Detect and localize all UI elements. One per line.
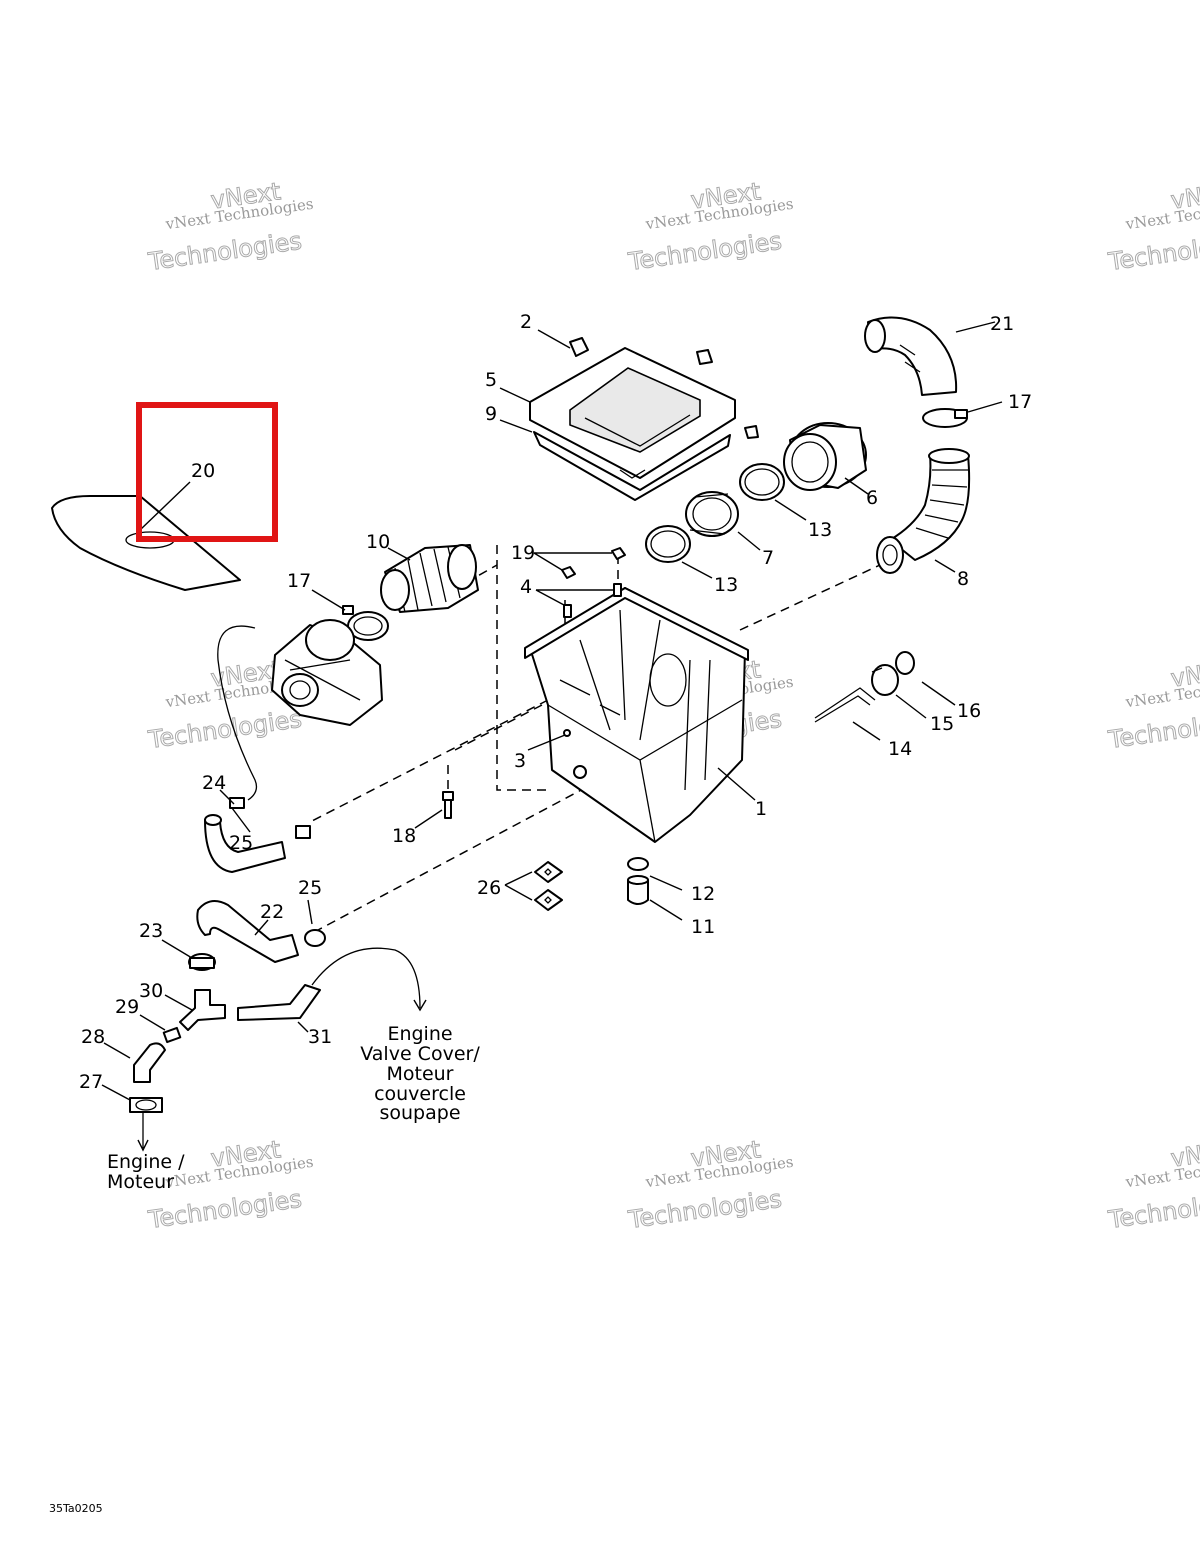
part-9-air-filter	[533, 431, 731, 501]
svg-text:vNext: vNext	[1169, 177, 1200, 214]
callout-25-lower: 25	[298, 877, 322, 899]
part-28-hose	[133, 1042, 166, 1083]
part-15-cap	[871, 664, 899, 696]
callout-18: 18	[392, 825, 416, 847]
svg-text:soupape: soupape	[379, 1102, 460, 1124]
callout-24: 24	[202, 772, 226, 794]
part-16-disc	[895, 651, 915, 675]
part-12-clip	[627, 857, 649, 871]
part-6-sleeve	[783, 422, 867, 491]
svg-text:Valve Cover/: Valve Cover/	[360, 1043, 480, 1065]
callout-29: 29	[115, 996, 139, 1018]
svg-text:vNext: vNext	[1169, 655, 1200, 692]
part-8-corrugated-tube	[876, 448, 971, 574]
part-30-tee-fitting	[179, 989, 226, 1031]
watermark-bottom-center: vNext Technologies vNext Technologies	[625, 1135, 794, 1235]
callout-17-upper: 17	[1008, 391, 1032, 413]
callout-26: 26	[477, 877, 501, 899]
part-19-nuts	[561, 547, 626, 579]
callout-8: 8	[957, 568, 969, 590]
callout-1: 1	[755, 798, 767, 820]
part-7-coupling	[685, 491, 739, 537]
part-21-elbow	[864, 316, 958, 396]
callout-2: 2	[520, 311, 532, 333]
part-27-clamp	[129, 1097, 163, 1152]
note-engine: Engine / Moteur	[107, 1151, 185, 1193]
svg-text:Technologies: Technologies	[1106, 227, 1200, 276]
svg-text:couvercle: couvercle	[374, 1083, 466, 1105]
part-1-airbox	[524, 587, 749, 843]
callout-15: 15	[930, 713, 954, 735]
part-13-clamp-lower	[645, 525, 691, 563]
callout-5: 5	[485, 369, 497, 391]
callout-28: 28	[81, 1026, 105, 1048]
svg-text:Engine /: Engine /	[107, 1151, 185, 1173]
part-11-drain-cap	[627, 875, 649, 905]
note-valve-cover: Engine Valve Cover/ Moteur couvercle sou…	[360, 1023, 480, 1124]
callout-9: 9	[485, 403, 497, 425]
watermark-middle-right: vNext Technologies vNext Technologies	[1105, 655, 1200, 755]
part-22-hose	[196, 900, 299, 963]
svg-text:Technologies: Technologies	[1106, 1185, 1200, 1234]
callout-7: 7	[762, 547, 774, 569]
svg-text:Technologies: Technologies	[626, 1185, 784, 1234]
svg-text:vNext: vNext	[1169, 1135, 1200, 1172]
part-25-clamp-lower	[304, 929, 326, 947]
part-23-clamp	[188, 953, 216, 971]
part-17-clamp-upper	[922, 408, 968, 428]
part-18-bolt	[442, 791, 454, 819]
callout-23: 23	[139, 920, 163, 942]
svg-text:Technologies: Technologies	[146, 227, 304, 276]
callout-6: 6	[866, 487, 878, 509]
svg-text:Technologies: Technologies	[146, 705, 304, 754]
part-29-connector	[162, 1026, 182, 1044]
watermark-top-left: vNext Technologies vNext Technologies	[145, 177, 314, 277]
callout-4: 4	[520, 576, 532, 598]
part-25-clamp-upper	[229, 797, 311, 839]
part-26-pads	[534, 861, 563, 911]
watermark-top-center: vNext Technologies vNext Technologies	[625, 177, 794, 277]
watermark-top-right: vNext Technologies vNext Technologies	[1105, 177, 1200, 277]
callout-12: 12	[691, 883, 715, 905]
part-14-wire-clip	[814, 687, 876, 723]
svg-text:Technologies: Technologies	[626, 227, 784, 276]
callout-17-lower: 17	[287, 570, 311, 592]
callout-25-upper: 25	[229, 832, 253, 854]
callout-19: 19	[511, 542, 535, 564]
callout-20: 20	[191, 460, 215, 482]
callout-27: 27	[79, 1071, 103, 1093]
callout-labels: 1 2 3 4 5 6 7 8 9 10 11 12 13 13 14 15 1…	[79, 311, 1032, 1093]
callout-13a: 13	[808, 519, 832, 541]
part-24-hose	[204, 625, 286, 873]
callout-21: 21	[990, 313, 1014, 335]
callout-11: 11	[691, 916, 715, 938]
throttle-body	[271, 619, 383, 726]
callout-31: 31	[308, 1026, 332, 1048]
part-10-boot	[380, 544, 479, 613]
callout-30: 30	[139, 980, 163, 1002]
watermark-bottom-right: vNext Technologies vNext Technologies	[1105, 1135, 1200, 1235]
callout-16: 16	[957, 700, 981, 722]
highlight-box-part-20	[136, 402, 278, 542]
svg-text:Moteur: Moteur	[107, 1171, 174, 1193]
svg-text:Engine: Engine	[387, 1023, 452, 1045]
callout-10: 10	[366, 531, 390, 553]
part-5-airbox-lid	[529, 347, 736, 479]
part-31-hose	[237, 947, 427, 1021]
svg-text:Technologies: Technologies	[1106, 705, 1200, 754]
svg-text:Moteur: Moteur	[386, 1063, 453, 1085]
callout-13b: 13	[714, 574, 738, 596]
leader-lines	[101, 321, 1003, 1101]
callout-14: 14	[888, 738, 912, 760]
part-20-plate	[51, 495, 241, 591]
callout-22: 22	[260, 901, 284, 923]
part-2-clips	[569, 337, 759, 439]
part-13-clamp-upper	[739, 463, 785, 501]
reference-code: 35Ta0205	[49, 1502, 103, 1515]
callout-3: 3	[514, 750, 526, 772]
